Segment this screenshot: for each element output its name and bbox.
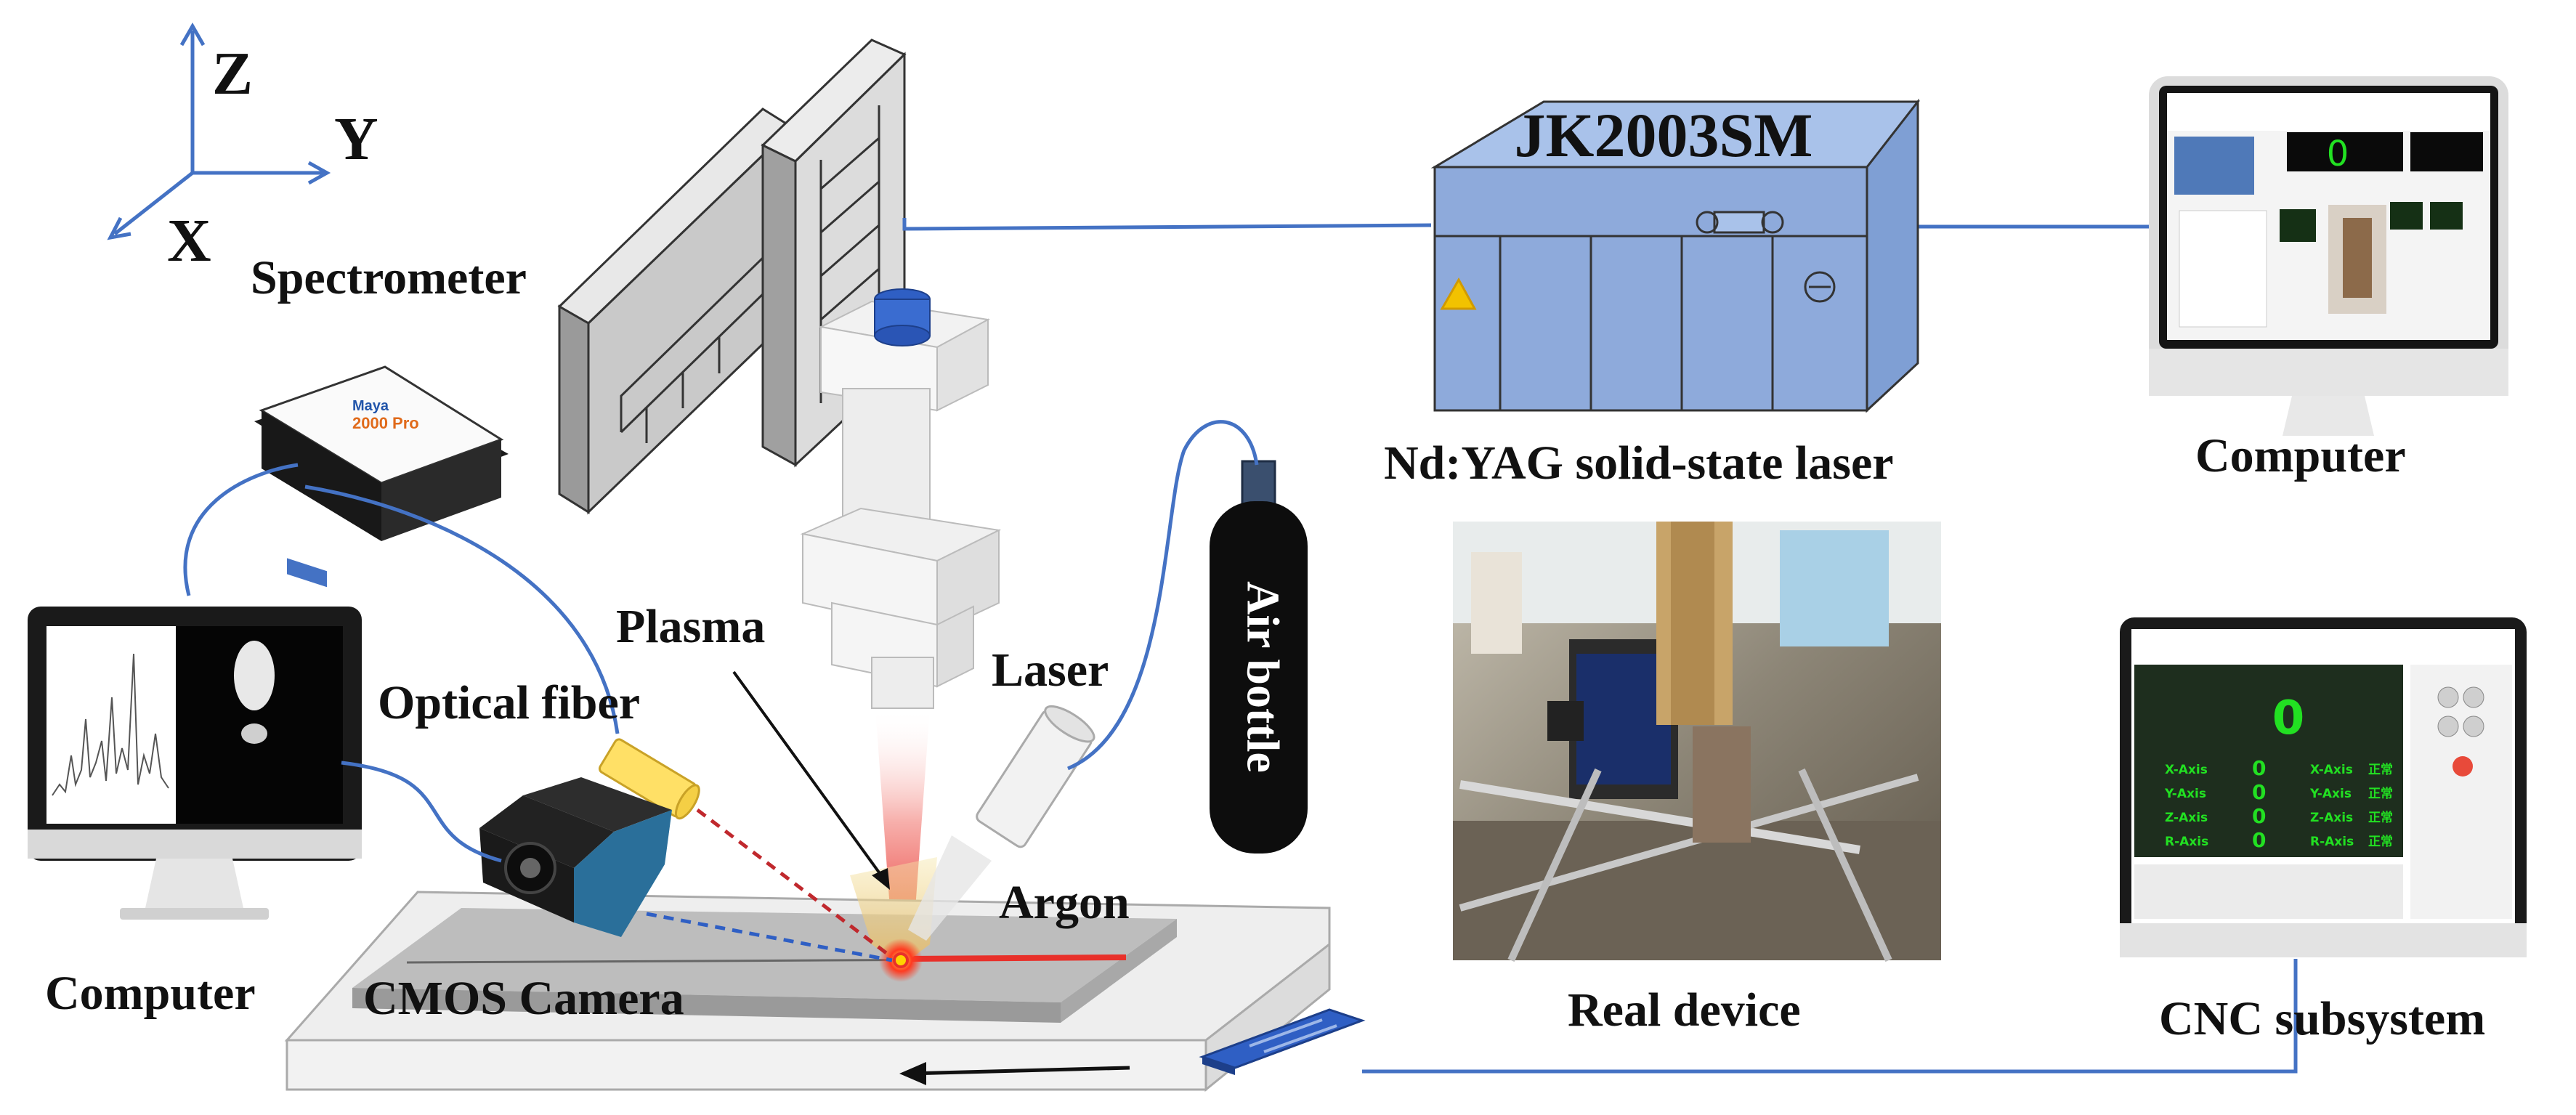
cmos-camera [479, 777, 672, 937]
cnc-big-value: 0 [2272, 692, 2305, 745]
cnc-axis-label: Y-Axis [2164, 787, 2206, 801]
cnc-axis-label: R-Axis [2165, 835, 2208, 849]
y-axis-label: Y [334, 105, 378, 173]
cnc-base-plate [1199, 1008, 1366, 1075]
right-computer [2149, 76, 2508, 436]
optical-fiber-label: Optical fiber [378, 676, 641, 729]
cnc-axis-label-2: R-Axis [2310, 835, 2354, 849]
svg-text:Maya: Maya [352, 398, 389, 414]
left-computer [28, 607, 362, 920]
argon-flow [908, 835, 992, 941]
cnc-axis-label: Z-Axis [2165, 811, 2208, 825]
cnc-axis-status: 正常 [2368, 810, 2393, 825]
plasma-plume [850, 857, 937, 966]
x-axis-label: X [167, 207, 211, 275]
cnc-axis-label-2: Y-Axis [2309, 787, 2352, 801]
camera-sight-line [646, 912, 893, 962]
svg-text:2000 Pro: 2000 Pro [352, 414, 419, 432]
computer-right-label: Computer [2195, 429, 2406, 482]
laser-cabinet [1430, 98, 1921, 413]
argon-label: Argon [999, 876, 1130, 929]
cnc-axis-value: 0 [2252, 780, 2266, 804]
cnc-axis-status: 正常 [2368, 762, 2393, 777]
cnc-subsystem-label: CNC subsystem [2159, 992, 2486, 1045]
cnc-axis-status: 正常 [2368, 786, 2393, 801]
travel-direction-arrow [899, 1062, 1130, 1085]
z-axis-label: Z [212, 40, 254, 108]
air-bottle-label: Air bottle [1237, 581, 1289, 773]
cnc-axis-value: 0 [2252, 756, 2266, 780]
cnc-axis-value: 0 [2252, 804, 2266, 828]
air-bottle [1210, 460, 1308, 854]
laser-type-label: Nd:YAG solid-state laser [1384, 437, 1894, 490]
cmos-camera-label: CMOS Camera [363, 972, 684, 1025]
plasma-pointer [732, 670, 890, 890]
cables [183, 218, 2298, 1074]
workpiece [352, 908, 1177, 1023]
cnc-axis-label: X-Axis [2165, 763, 2208, 777]
laser-label: Laser [992, 644, 1109, 697]
real-device-photo [1453, 522, 1941, 962]
spectrometer-device: Maya 2000 Pro [254, 365, 509, 588]
computer-left-label: Computer [45, 967, 256, 1020]
plasma-label: Plasma [616, 600, 766, 653]
gas-nozzle [976, 705, 1095, 848]
spectrum-plot [52, 653, 169, 796]
cnc-axis-status: 正常 [2368, 834, 2393, 849]
laser-model-label: JK2003SM [1515, 100, 1813, 170]
real-device-label: Real device [1568, 984, 1801, 1037]
cnc-monitor [2120, 617, 2527, 957]
laser-head [800, 288, 1002, 709]
cnc-axis-label-2: Z-Axis [2310, 811, 2353, 825]
cnc-axis-table: X-Axis 0 X-Axis 正常 Y-Axis 0 Y-Axis 正常 Z-… [2164, 756, 2393, 852]
optical-fiber-probe [598, 738, 700, 820]
spectrometer-label: Spectrometer [251, 251, 527, 304]
coordinate-axes [107, 22, 331, 240]
cnc-axis-label-2: X-Axis [2310, 763, 2353, 777]
fiber-sight-line [696, 808, 894, 959]
cnc-axis-value: 0 [2252, 828, 2266, 852]
computer-screen-readout: 0 [2327, 134, 2349, 174]
